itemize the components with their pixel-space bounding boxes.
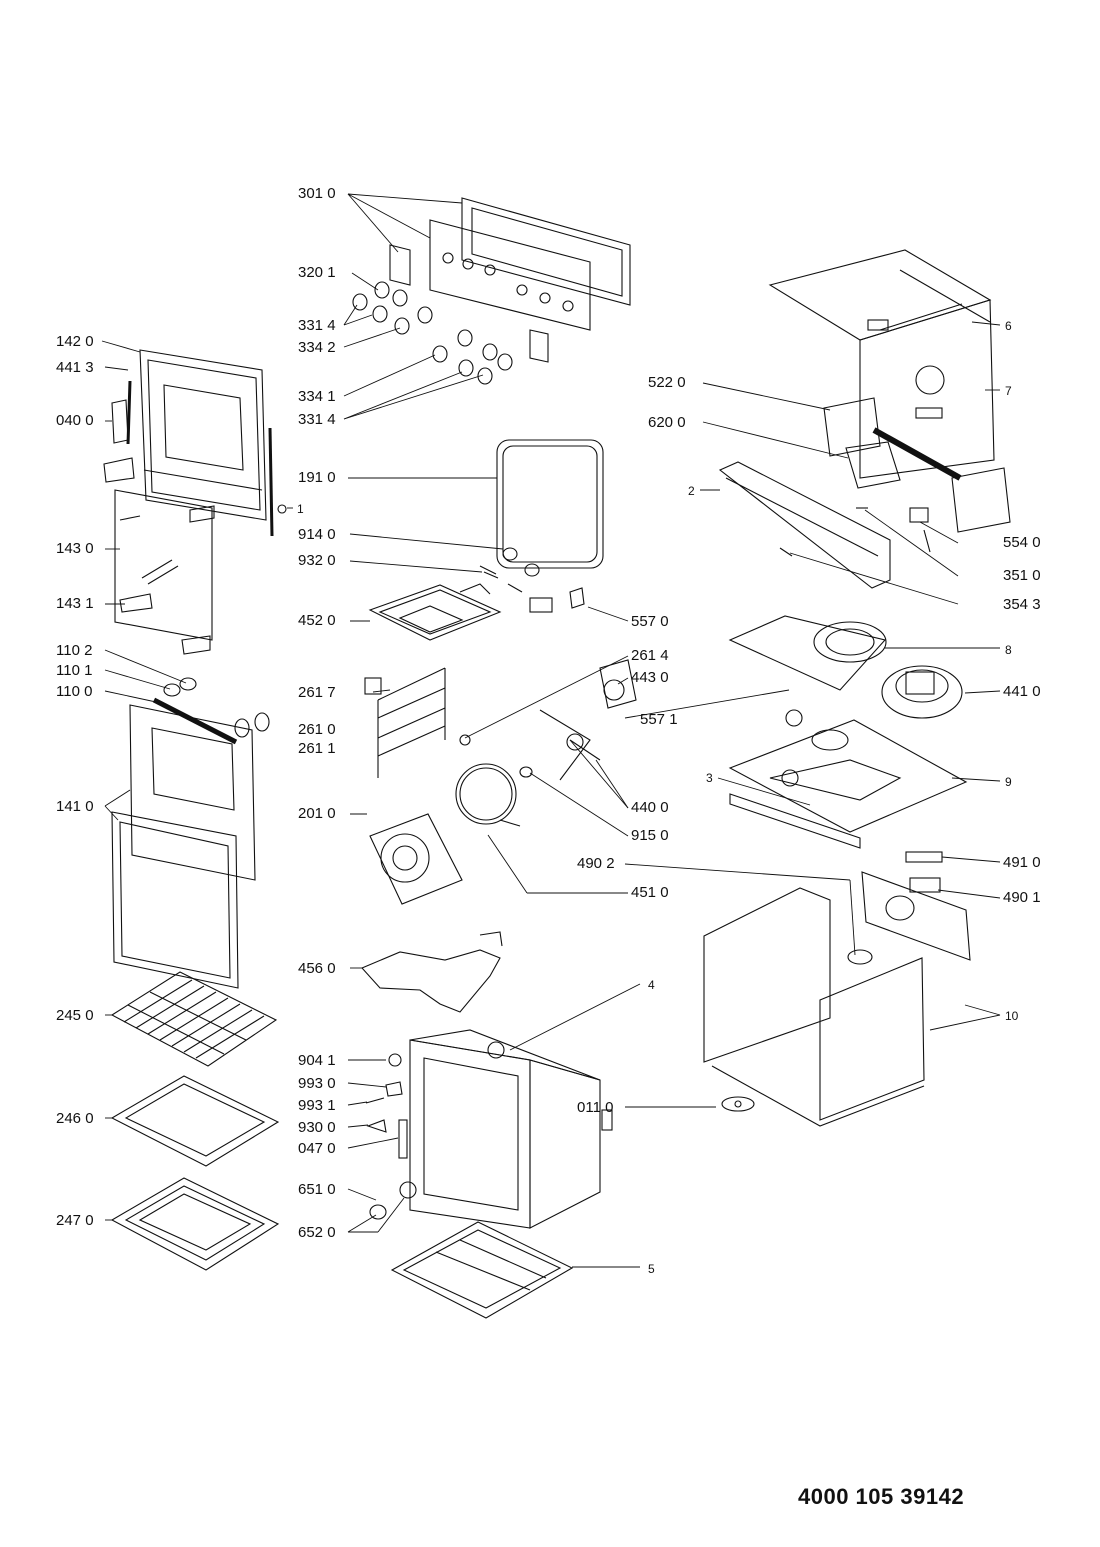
- part-label-191-0: 191 0: [298, 469, 336, 486]
- cooling-fan-441: [881, 665, 963, 719]
- part-label-522-0: 522 0: [648, 374, 686, 391]
- part-label-331-4-top: 331 4: [298, 317, 336, 334]
- callout-1: 1: [297, 502, 304, 516]
- oven-rack: [110, 971, 278, 1067]
- part-label-011-0: 011 0: [577, 1099, 614, 1116]
- control-knobs: [352, 281, 513, 385]
- part-label-245-0: 245 0: [56, 1007, 94, 1024]
- part-label-246-0: 246 0: [56, 1110, 94, 1127]
- callout-4: 4: [648, 978, 655, 992]
- part-label-261-4: 261 4: [631, 647, 669, 664]
- callout-2: 2: [688, 484, 695, 498]
- door-inner-glass: [114, 489, 213, 655]
- control-panel: [389, 197, 631, 363]
- part-label-440-0: 440 0: [631, 799, 669, 816]
- part-label-354-3: 354 3: [1003, 596, 1041, 613]
- door-gasket: [496, 439, 604, 569]
- baking-tray-247: [110, 1177, 280, 1271]
- part-label-557-0: 557 0: [631, 613, 669, 630]
- side-racks-261: [364, 667, 446, 778]
- fan-cover-201: [369, 763, 521, 905]
- door-handle-parts: [152, 677, 270, 745]
- part-label-441-3: 441 3: [56, 359, 94, 376]
- part-label-141-0: 141 0: [56, 798, 94, 815]
- door-outer-glass: [111, 704, 256, 989]
- part-label-452-0: 452 0: [298, 612, 336, 629]
- part-label-443-0: 443 0: [631, 669, 669, 686]
- bottom-element-456: [361, 931, 503, 1013]
- part-label-047-0: 047 0: [298, 1140, 336, 1157]
- part-label-490-2: 490 2: [577, 855, 615, 872]
- part-label-040-0: 040 0: [56, 412, 94, 429]
- small-fasteners: [365, 1053, 417, 1220]
- grill-element-452: [368, 547, 585, 641]
- part-label-142-0: 142 0: [56, 333, 94, 350]
- part-label-320-1: 320 1: [298, 264, 336, 281]
- top-chassis-panel: [768, 249, 995, 479]
- leader-lines: [101, 193, 1001, 1268]
- rear-panel-10: [703, 851, 971, 1127]
- part-label-993-1: 993 1: [298, 1097, 336, 1114]
- part-label-456-0: 456 0: [298, 960, 336, 977]
- part-label-334-2: 334 2: [298, 339, 336, 356]
- part-label-351-0: 351 0: [1003, 567, 1041, 584]
- callout-8: 8: [1005, 643, 1012, 657]
- part-label-557-1: 557 1: [640, 711, 678, 728]
- door-outer-frame: [139, 349, 274, 537]
- fan-motor-assembly: [459, 659, 637, 781]
- part-label-620-0: 620 0: [648, 414, 686, 431]
- part-label-110-2: 110 2: [56, 642, 93, 659]
- callout-9: 9: [1005, 775, 1012, 789]
- electronics-modules: [823, 397, 1011, 553]
- part-label-261-7: 261 7: [298, 684, 336, 701]
- part-label-261-0: 261 0: [298, 721, 336, 738]
- callout-10: 10: [1005, 1009, 1019, 1023]
- part-label-490-1: 490 1: [1003, 889, 1041, 906]
- baking-tray-246: [110, 1075, 280, 1167]
- support-bracket: [718, 461, 891, 589]
- part-label-143-1: 143 1: [56, 595, 94, 612]
- part-label-930-0: 930 0: [298, 1119, 336, 1136]
- part-label-301-0: 301 0: [298, 185, 336, 202]
- callout-3: 3: [706, 771, 713, 785]
- part-label-651-0: 651 0: [298, 1181, 336, 1198]
- part-label-110-0: 110 0: [56, 683, 93, 700]
- callout-6: 6: [1005, 319, 1012, 333]
- document-number: 4000 105 39142: [798, 1484, 965, 1509]
- part-label-932-0: 932 0: [298, 552, 336, 569]
- bottom-panel-9: [728, 709, 968, 849]
- part-label-201-0: 201 0: [298, 805, 336, 822]
- part-label-247-0: 247 0: [56, 1212, 94, 1229]
- fan-housing-8: [728, 615, 887, 691]
- callout-7: 7: [1005, 384, 1012, 398]
- part-label-904-1: 904 1: [298, 1052, 336, 1069]
- part-label-334-1: 334 1: [298, 388, 336, 405]
- part-label-491-0: 491 0: [1003, 854, 1041, 871]
- callout-5: 5: [648, 1262, 655, 1276]
- cavity-bottom-plate: [390, 1221, 574, 1319]
- part-label-993-0: 993 0: [298, 1075, 336, 1092]
- part-label-143-0: 143 0: [56, 540, 94, 557]
- part-label-331-4-bottom: 331 4: [298, 411, 336, 428]
- part-label-110-1: 110 1: [56, 662, 93, 679]
- part-label-652-0: 652 0: [298, 1224, 336, 1241]
- part-label-261-1: 261 1: [298, 740, 336, 757]
- part-label-441-0: 441 0: [1003, 683, 1041, 700]
- part-label-914-0: 914 0: [298, 526, 336, 543]
- part-label-554-0: 554 0: [1003, 534, 1041, 551]
- part-label-915-0: 915 0: [631, 827, 669, 844]
- part-label-451-0: 451 0: [631, 884, 669, 901]
- oven-cavity: [409, 1029, 613, 1229]
